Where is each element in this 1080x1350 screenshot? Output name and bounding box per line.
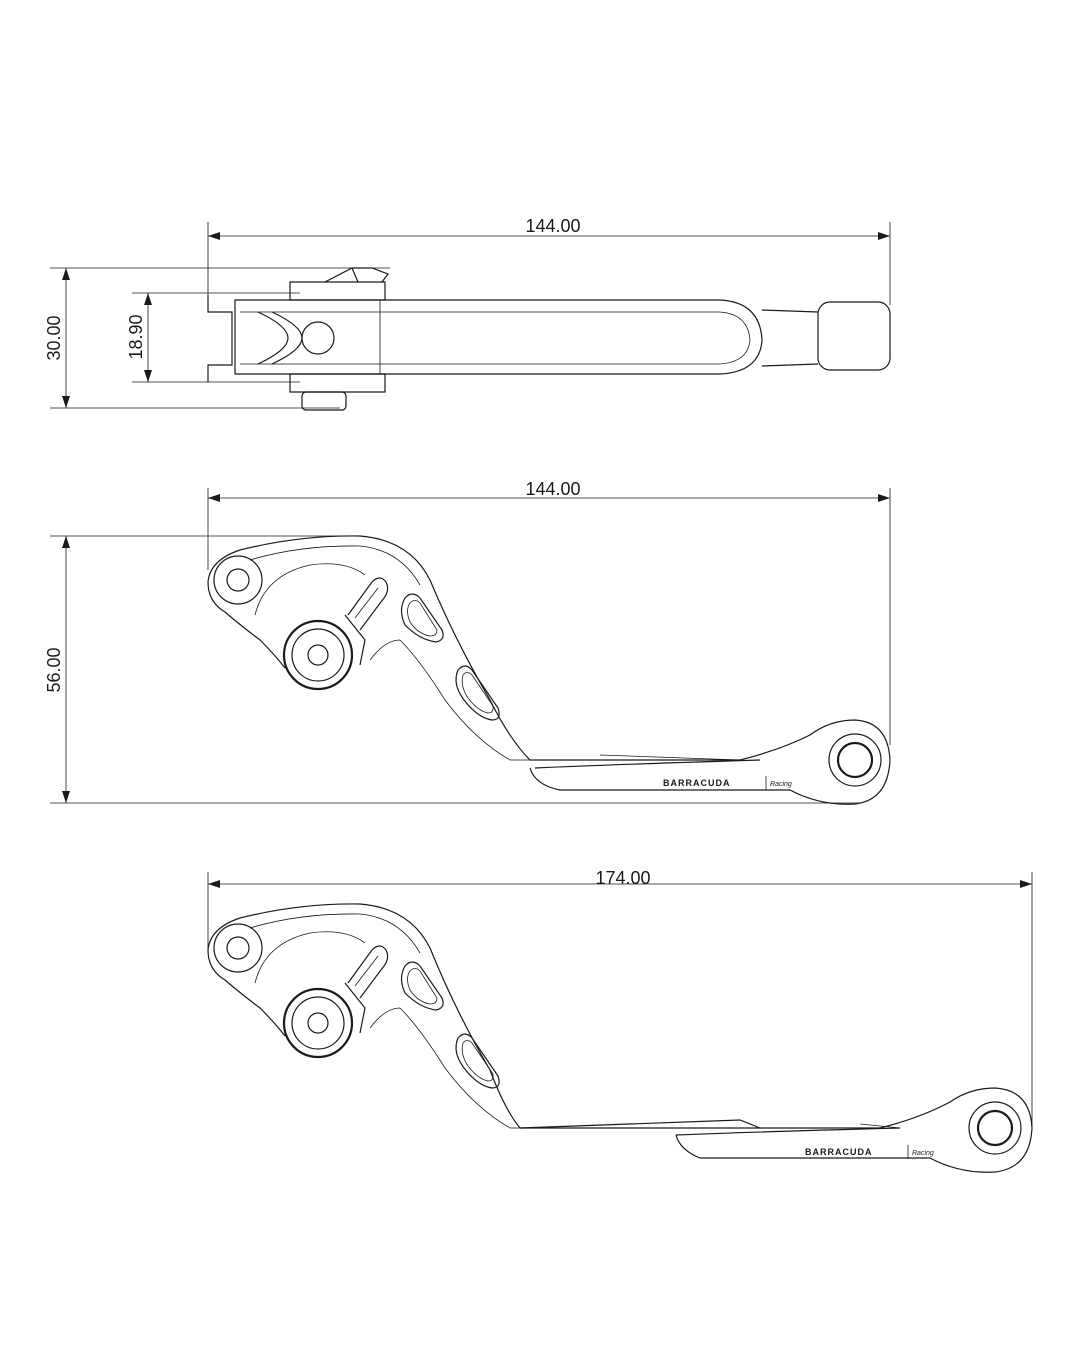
- short-lever-length-dimension: 144.00: [207, 479, 891, 745]
- top-view-outer-height-dimension: 30.00: [44, 267, 390, 409]
- top-view-length-label: 144.00: [525, 216, 580, 236]
- long-lever-body: BARRACUDA Racing: [207, 903, 1033, 1173]
- top-view-inner-height-label: 18.90: [126, 314, 146, 359]
- top-view-lever: 144.00 30.00 18.90: [44, 216, 891, 411]
- short-lever-brand-sub: Racing: [770, 781, 792, 788]
- top-view-lever-body: [207, 267, 891, 411]
- top-view-inner-height-dimension: 18.90: [126, 292, 300, 383]
- long-lever-brand-sub: Racing: [912, 1150, 934, 1157]
- short-lever-brand: BARRACUDA: [663, 778, 731, 788]
- short-lever-body: BARRACUDA Racing: [207, 535, 891, 805]
- short-lever-height-dimension: 56.00: [44, 535, 860, 804]
- long-lever-brand: BARRACUDA: [805, 1147, 873, 1157]
- short-lever-length-label: 144.00: [525, 479, 580, 499]
- short-lever-side-view: 144.00 56.00: [44, 479, 891, 805]
- top-view-outer-height-label: 30.00: [44, 315, 64, 360]
- short-lever-height-label: 56.00: [44, 647, 64, 692]
- long-lever-length-label: 174.00: [595, 868, 650, 888]
- top-view-length-dimension: 144.00: [207, 216, 891, 310]
- long-lever-length-dimension: 174.00: [207, 868, 1033, 1130]
- long-lever-side-view: 174.00: [207, 868, 1033, 1173]
